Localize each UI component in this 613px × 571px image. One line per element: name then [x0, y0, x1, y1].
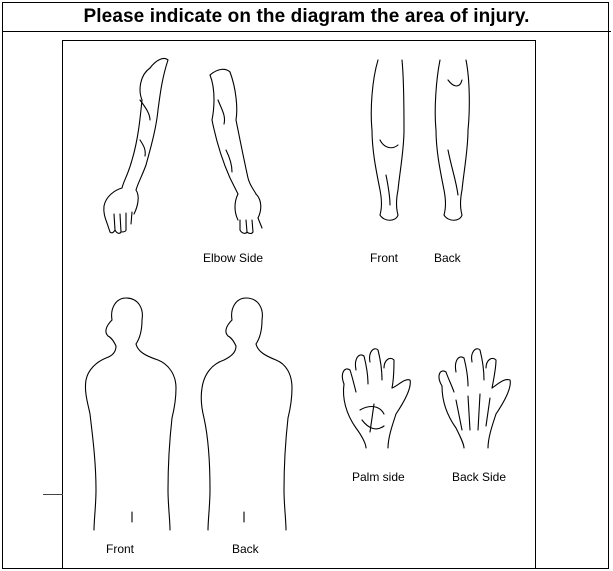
- palm-figure[interactable]: [342, 349, 410, 448]
- torso-back-label: Back: [232, 542, 260, 556]
- back-side-label: Back Side: [452, 470, 506, 484]
- arms-figure[interactable]: [104, 58, 262, 233]
- legs-back-label: Back: [434, 251, 462, 265]
- torso-back-figure[interactable]: [201, 298, 292, 530]
- torso-front-label: Front: [106, 542, 135, 556]
- palm-side-label: Palm side: [352, 470, 405, 484]
- elbow-side-label: Elbow Side: [203, 251, 263, 265]
- legs-figure[interactable]: [371, 60, 469, 220]
- torso-front-figure[interactable]: [85, 298, 176, 530]
- hand-back-figure[interactable]: [439, 349, 510, 448]
- legs-front-label: Front: [370, 251, 399, 265]
